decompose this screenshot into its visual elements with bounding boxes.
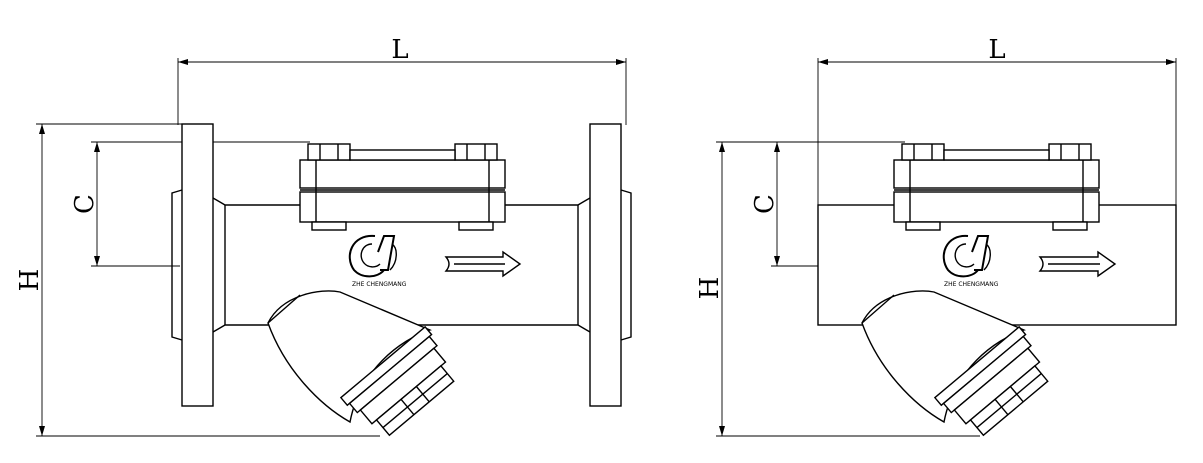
threaded-strainer-view: L H C	[695, 35, 1177, 437]
brand-logo: ZHE CHENGMANG	[348, 234, 407, 288]
top-cover	[299, 143, 506, 231]
strainer-leg-right	[861, 290, 1049, 437]
strainer-cap-right	[933, 325, 1049, 437]
cover-upper-plate	[299, 159, 506, 189]
brand-logo-right: ZHE CHENGMANG	[942, 234, 999, 288]
strainer-cap	[339, 325, 455, 437]
cover-lower-plate	[299, 191, 506, 223]
dimension-label-c-right: C	[750, 194, 780, 214]
strainer-leg	[267, 290, 455, 437]
flow-direction-arrow-right	[1038, 250, 1117, 278]
threaded-body	[817, 204, 1177, 326]
cover-upper-plate-right	[893, 159, 1100, 189]
dimension-l-left: L	[177, 35, 627, 125]
logo-text-right: ZHE CHENGMANG	[944, 281, 999, 288]
inlet-flange-hub	[171, 189, 183, 341]
flow-direction-arrow	[444, 250, 522, 278]
cover-boss-right	[943, 149, 1050, 161]
bolt-head-right-right	[1048, 143, 1092, 161]
cover-boss	[349, 149, 456, 161]
inlet-flange	[181, 123, 214, 407]
logo-text: ZHE CHENGMANG	[352, 281, 407, 288]
dimension-h-left: H	[15, 123, 380, 437]
bolt-head-left	[307, 143, 351, 161]
cover-lower-plate-right	[893, 191, 1100, 223]
dimension-h-right: H	[695, 141, 980, 437]
bolt-head-right	[454, 143, 498, 161]
nut-right-right	[1052, 221, 1088, 231]
outlet-flange	[589, 123, 622, 407]
dimension-label-h: H	[15, 269, 45, 292]
dimension-label-c: C	[70, 194, 100, 214]
dimension-label-l: L	[391, 35, 408, 65]
dimension-label-h-right: H	[695, 277, 725, 300]
nut-right	[458, 221, 494, 231]
dimension-l-right: L	[817, 35, 1177, 205]
outlet-flange-hub	[620, 189, 632, 341]
nut-left	[311, 221, 347, 231]
dimension-c-right: C	[750, 142, 818, 267]
top-cover-right	[893, 143, 1100, 231]
dimension-label-l-right: L	[988, 35, 1005, 65]
flanged-strainer-view: L H C	[15, 35, 632, 437]
bolt-head-left-right	[901, 143, 945, 161]
nut-left-right	[905, 221, 941, 231]
